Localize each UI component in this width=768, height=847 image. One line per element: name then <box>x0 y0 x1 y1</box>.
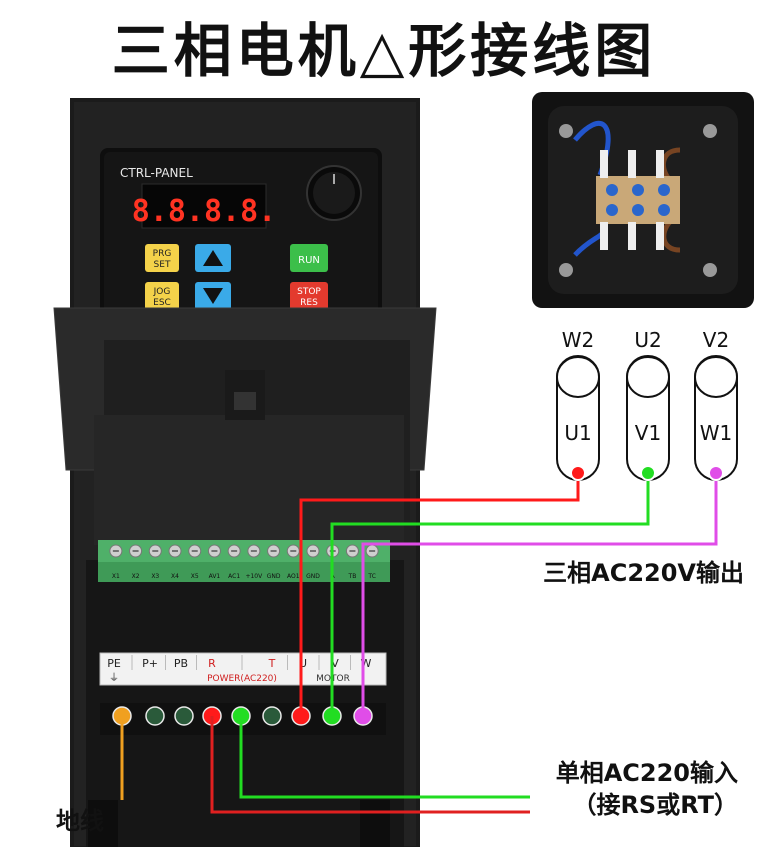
ground-symbol: ⏚ <box>109 672 119 684</box>
input-label-line1: 单相AC220输入 <box>556 759 738 787</box>
wire-input-t <box>239 716 530 799</box>
power-terminal-label: R <box>208 657 216 670</box>
output-label: 三相AC220V输出 <box>543 559 744 587</box>
control-terminal-label: X3 <box>151 573 159 580</box>
front-cover <box>53 307 437 545</box>
control-terminal-label: AC1 <box>228 573 240 580</box>
arrow-up-icon <box>203 250 223 266</box>
control-terminal-label: X4 <box>171 573 179 580</box>
control-terminal-label: GND <box>306 573 320 580</box>
wire-w <box>361 473 718 716</box>
v1-terminal-dot <box>640 465 656 481</box>
power-screw-row <box>100 703 386 735</box>
jog-esc-button[interactable] <box>145 282 179 310</box>
motor-junction-box <box>532 92 754 308</box>
power-terminal-label: W <box>361 657 372 670</box>
page-title: 三相电机△形接线图 <box>111 17 657 85</box>
power-terminal-label: PB <box>174 657 188 670</box>
motor-terminal-top-label: U2 <box>634 328 661 352</box>
run-button[interactable] <box>290 244 328 272</box>
led-display: 8.8.8.8. <box>132 194 277 229</box>
power-terminal-screw <box>145 706 165 726</box>
control-terminal-label: TB <box>348 573 357 580</box>
power-terminal-label: U <box>299 657 307 670</box>
motor-terminal-bottom-label: W1 <box>700 421 733 445</box>
svg-text:PRG: PRG <box>153 249 172 259</box>
wiring-lines <box>120 473 718 814</box>
ground-label: 地线 <box>56 807 104 835</box>
control-terminal-label: AO1 <box>287 573 300 580</box>
svg-text:STOP: STOP <box>297 287 321 297</box>
power-terminal-label: P+ <box>142 657 158 670</box>
panel-brand: CTRL-PANEL <box>120 166 193 180</box>
control-terminal-label: X5 <box>191 573 199 580</box>
w1-terminal-dot <box>708 465 724 481</box>
svg-text:RUN: RUN <box>298 255 320 266</box>
u1-terminal-dot <box>570 465 586 481</box>
power-terminal-label: V <box>331 657 339 670</box>
arrow-down-icon <box>203 288 223 304</box>
svg-text:RES: RES <box>300 298 318 308</box>
wire-input-r <box>210 716 530 814</box>
control-panel: CTRL-PANEL 8.8.8.8. PRG SET JOG ESC RUN … <box>100 148 382 323</box>
motor-terminal-bottom-label: V1 <box>635 421 661 445</box>
control-terminal-label: GND <box>267 573 281 580</box>
svg-text:ESC: ESC <box>153 298 171 308</box>
control-terminal-label: X2 <box>132 573 140 580</box>
motor-terminal-bottom-label: U1 <box>564 421 591 445</box>
control-terminal-label: TC <box>367 573 376 580</box>
power-terminal-screw <box>262 706 282 726</box>
wire-u <box>299 473 580 716</box>
input-label-line2: （接RS或RT） <box>572 791 738 819</box>
motor-terminal-top-label: W2 <box>562 328 595 352</box>
prg-set-button[interactable] <box>145 244 179 272</box>
power-terminal-screw <box>174 706 194 726</box>
wire-v <box>330 473 650 716</box>
control-terminal-label: AV1 <box>209 573 221 580</box>
control-terminal-label: X1 <box>112 573 120 580</box>
motor-terminal-top-label: V2 <box>703 328 729 352</box>
stop-res-button[interactable] <box>290 282 328 310</box>
svg-text:JOG: JOG <box>153 287 171 297</box>
control-terminal-label: +10V <box>245 573 263 580</box>
power-caption: POWER(AC220) <box>207 674 277 684</box>
power-terminal-label: T <box>268 657 276 670</box>
power-terminal-label: PE <box>107 657 121 670</box>
svg-text:SET: SET <box>154 260 171 270</box>
